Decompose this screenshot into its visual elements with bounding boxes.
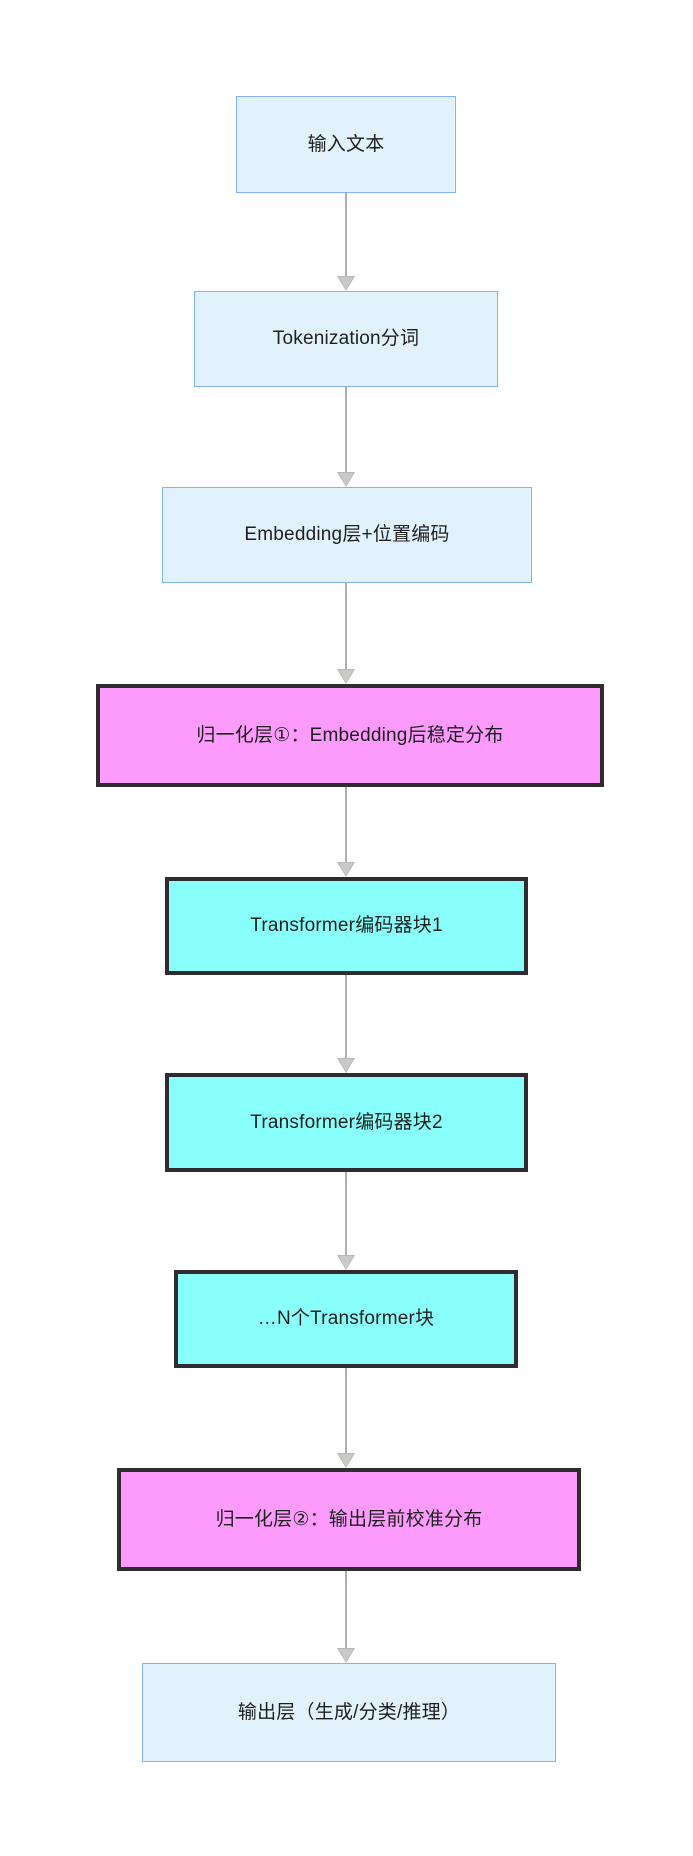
edge-embedding-to-norm-layer-1 <box>337 583 355 684</box>
edge-tokenization-to-embedding <box>337 387 355 487</box>
node-encoder-block-1[interactable]: Transformer编码器块1 <box>165 877 528 975</box>
edge-line <box>345 387 347 473</box>
node-label: 输入文本 <box>307 133 385 155</box>
arrowhead-down-icon <box>337 276 355 291</box>
node-label: 输出层（生成/分类/推理） <box>237 1701 461 1723</box>
node-norm-layer-2[interactable]: 归一化层②：输出层前校准分布 <box>117 1468 581 1571</box>
node-encoder-block-n[interactable]: …N个Transformer块 <box>174 1270 518 1368</box>
arrowhead-down-icon <box>337 862 355 877</box>
edge-norm-layer-2-to-output-layer <box>337 1571 355 1663</box>
node-output-layer[interactable]: 输出层（生成/分类/推理） <box>142 1663 556 1762</box>
edge-line <box>345 975 347 1059</box>
edge-line <box>345 193 347 277</box>
edge-encoder-block-n-to-norm-layer-2 <box>337 1368 355 1468</box>
edge-encoder-block-2-to-encoder-block-n <box>337 1172 355 1270</box>
edge-line <box>345 583 347 670</box>
node-label: …N个Transformer块 <box>257 1308 435 1330</box>
node-label: Tokenization分词 <box>272 328 420 350</box>
edge-line <box>345 787 347 863</box>
edge-norm-layer-1-to-encoder-block-1 <box>337 787 355 877</box>
node-label: Embedding层+位置编码 <box>244 524 450 546</box>
edge-line <box>345 1172 347 1256</box>
arrowhead-down-icon <box>337 669 355 684</box>
arrowhead-down-icon <box>337 1058 355 1073</box>
arrowhead-down-icon <box>337 1648 355 1663</box>
node-encoder-block-2[interactable]: Transformer编码器块2 <box>165 1073 528 1172</box>
node-norm-layer-1[interactable]: 归一化层①：Embedding后稳定分布 <box>96 684 604 787</box>
arrowhead-down-icon <box>337 1255 355 1270</box>
edge-encoder-block-1-to-encoder-block-2 <box>337 975 355 1073</box>
node-label: 归一化层①：Embedding后稳定分布 <box>196 724 504 746</box>
node-label: 归一化层②：输出层前校准分布 <box>215 1508 483 1530</box>
node-tokenization[interactable]: Tokenization分词 <box>194 291 498 387</box>
edge-line <box>345 1571 347 1649</box>
node-label: Transformer编码器块2 <box>250 1111 443 1133</box>
edge-input-text-to-tokenization <box>337 193 355 291</box>
arrowhead-down-icon <box>337 472 355 487</box>
arrowhead-down-icon <box>337 1453 355 1468</box>
node-label: Transformer编码器块1 <box>250 915 443 937</box>
node-input-text[interactable]: 输入文本 <box>236 96 456 193</box>
edge-line <box>345 1368 347 1454</box>
node-embedding[interactable]: Embedding层+位置编码 <box>162 487 532 583</box>
